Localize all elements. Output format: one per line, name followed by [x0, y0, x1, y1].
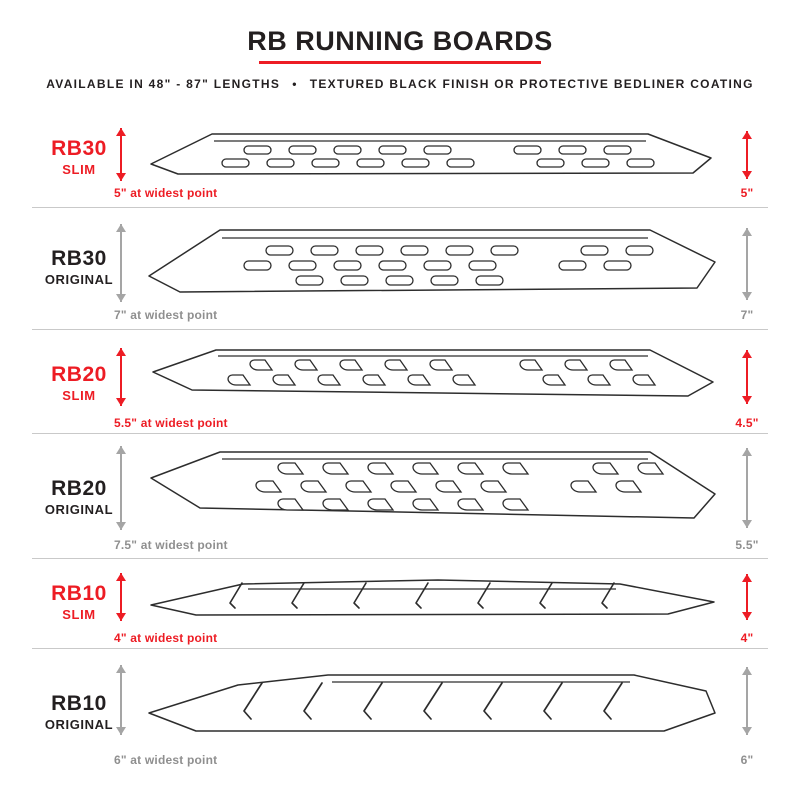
height-arrow-left — [115, 446, 127, 530]
board-label: RB30 SLIM — [26, 137, 132, 178]
height-arrow-right — [741, 448, 753, 528]
board-row-rb10-slim: RB10 SLIM 4" at widest point 4" — [0, 559, 800, 649]
title-underline — [259, 61, 541, 64]
board-label: RB10 SLIM — [26, 582, 132, 623]
width-note: 7" at widest point — [114, 308, 218, 322]
board-drawing-rb30-slim — [148, 126, 714, 182]
double-arrow-icon — [742, 574, 752, 620]
board-drawing-rb20-original — [148, 446, 718, 532]
board-variant: SLIM — [62, 162, 96, 178]
subtitle-finish: TEXTURED BLACK FINISH OR PROTECTIVE BEDL… — [309, 77, 754, 91]
board-variant: ORIGINAL — [44, 717, 114, 733]
height-arrow-right — [741, 350, 753, 404]
double-arrow-icon — [116, 665, 126, 735]
board-label: RB10 ORIGINAL — [26, 692, 132, 733]
height-arrow-left — [115, 665, 127, 735]
board-drawing-rb30-original — [146, 222, 718, 306]
height-note: 7" — [740, 308, 754, 322]
double-arrow-icon — [742, 131, 752, 179]
header: RB RUNNING BOARDS AVAILABLE IN 48" - 87"… — [0, 0, 800, 91]
width-note: 5" at widest point — [114, 186, 218, 200]
board-drawing-rb10-original — [146, 661, 718, 745]
board-drawing-rb20-slim — [150, 344, 716, 406]
board-row-rb30-original: RB30 ORIGINAL 7" at widest point 7" — [0, 208, 800, 330]
board-variant: ORIGINAL — [44, 272, 114, 288]
board-variant: ORIGINAL — [44, 502, 114, 518]
height-note: 6" — [740, 753, 754, 767]
height-note: 5.5" — [735, 538, 759, 552]
board-row-rb20-original: RB20 ORIGINAL 7.5" at widest point 5.5" — [0, 434, 800, 559]
height-arrow-right — [741, 131, 753, 179]
double-arrow-icon — [742, 350, 752, 404]
board-label: RB20 SLIM — [26, 363, 132, 404]
double-arrow-icon — [116, 573, 126, 621]
board-variant: SLIM — [62, 607, 96, 623]
board-variant: SLIM — [62, 388, 96, 404]
board-model: RB20 — [51, 477, 107, 500]
double-arrow-icon — [116, 348, 126, 406]
subtitle-lengths: AVAILABLE IN 48" - 87" LENGTHS — [46, 77, 281, 91]
height-arrow-left — [115, 224, 127, 302]
board-model: RB10 — [51, 582, 107, 605]
double-arrow-icon — [742, 228, 752, 300]
height-arrow-left — [115, 573, 127, 621]
board-label: RB30 ORIGINAL — [26, 247, 132, 288]
double-arrow-icon — [742, 448, 752, 528]
width-note: 7.5" at widest point — [114, 538, 228, 552]
board-label: RB20 ORIGINAL — [26, 477, 132, 518]
board-drawing-rb10-slim — [148, 571, 718, 621]
double-arrow-icon — [116, 224, 126, 302]
height-note: 5" — [740, 186, 754, 200]
height-arrow-right — [741, 228, 753, 300]
double-arrow-icon — [116, 446, 126, 530]
board-row-rb20-slim: RB20 SLIM 5.5" at widest point 4.5" — [0, 330, 800, 434]
board-row-rb10-original: RB10 ORIGINAL 6" at widest point 6" — [0, 649, 800, 789]
board-row-rb30-slim: RB30 SLIM 5" at widest point 5" — [0, 100, 800, 208]
width-note: 5.5" at widest point — [114, 416, 228, 430]
subtitle: AVAILABLE IN 48" - 87" LENGTHS • TEXTURED … — [0, 77, 800, 91]
width-note: 4" at widest point — [114, 631, 218, 645]
double-arrow-icon — [742, 667, 752, 735]
board-model: RB10 — [51, 692, 107, 715]
height-arrow-left — [115, 128, 127, 181]
height-arrow-left — [115, 348, 127, 406]
height-arrow-right — [741, 667, 753, 735]
height-note: 4" — [740, 631, 754, 645]
board-model: RB30 — [51, 247, 107, 270]
height-arrow-right — [741, 574, 753, 620]
double-arrow-icon — [116, 128, 126, 181]
page-title: RB RUNNING BOARDS — [247, 26, 553, 56]
board-model: RB30 — [51, 137, 107, 160]
width-note: 6" at widest point — [114, 753, 218, 767]
board-model: RB20 — [51, 363, 107, 386]
subtitle-bullet-icon: • — [292, 77, 298, 91]
height-note: 4.5" — [735, 416, 759, 430]
